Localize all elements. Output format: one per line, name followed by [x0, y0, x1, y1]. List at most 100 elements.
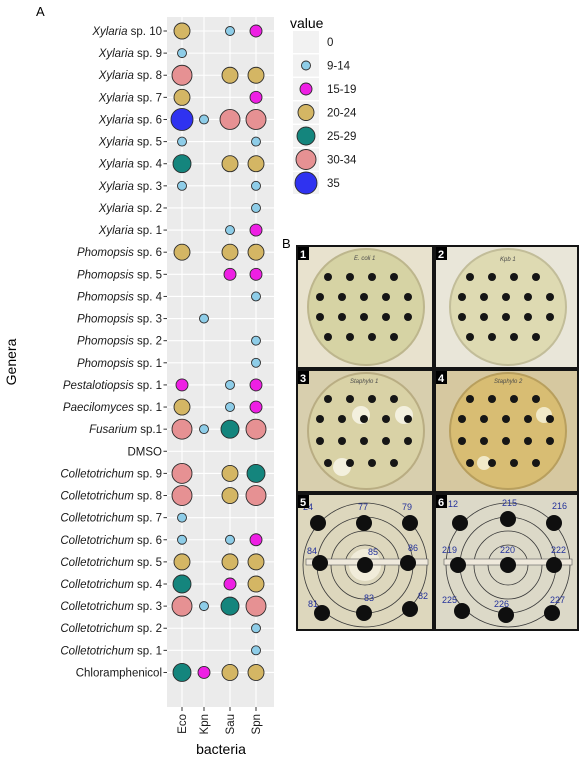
y-tick-label: Xylaria sp. 10: [91, 26, 162, 38]
well: [402, 601, 418, 617]
well: [546, 415, 554, 423]
bubble-mark: [199, 114, 209, 125]
well: [338, 313, 346, 321]
well: [454, 603, 470, 619]
y-tick-label: DMSO: [128, 446, 163, 458]
y-tick-label-suffix: sp. 3: [134, 601, 162, 613]
bubble-mark: [173, 553, 191, 571]
well: [404, 293, 412, 301]
y-tick-label-suffix: sp. 3: [134, 181, 162, 193]
y-tick-label: Xylaria sp. 9: [98, 48, 162, 60]
bubble-mark: [223, 577, 237, 591]
y-tick-label: Colletotrichum sp. 8: [60, 491, 162, 503]
well: [382, 437, 390, 445]
well: [546, 437, 554, 445]
y-tick-label-suffix: sp. 10: [127, 26, 162, 38]
well: [316, 313, 324, 321]
bubble-mark: [251, 136, 261, 147]
well: [498, 607, 514, 623]
well: [382, 293, 390, 301]
well-label: 79: [402, 502, 412, 512]
bubble-mark: [247, 664, 265, 681]
y-tick-label: Xylaria sp. 6: [98, 114, 162, 126]
well: [500, 557, 516, 573]
well: [502, 415, 510, 423]
y-tick-label-genus: Colletotrichum: [60, 513, 134, 525]
well: [546, 557, 562, 573]
y-tick-label: Phomopsis sp. 1: [77, 358, 162, 370]
bubble-mark: [172, 663, 192, 682]
bubble-mark: [249, 267, 263, 281]
y-tick-label-genus: Phomopsis: [77, 314, 134, 326]
y-tick-label-suffix: sp. 1: [134, 402, 162, 414]
bubble-mark: [249, 378, 263, 392]
y-tick-label: Colletotrichum sp. 9: [60, 468, 162, 480]
y-tick-label-suffix: sp. 5: [134, 137, 162, 149]
well: [466, 273, 474, 281]
y-tick-label: Xylaria sp. 4: [98, 159, 163, 171]
bubble-mark: [249, 400, 263, 414]
y-tick-label: Fusarium sp.1: [89, 424, 162, 436]
well: [488, 273, 496, 281]
bubble-mark: [199, 601, 209, 612]
bubble-mark: [247, 155, 265, 173]
y-tick-label-suffix: sp. 7: [134, 513, 162, 525]
photo-3-number-box: [298, 371, 309, 384]
photo-6-number: 6: [438, 497, 444, 509]
y-tick-label-genus: Colletotrichum: [60, 645, 134, 657]
well: [524, 313, 532, 321]
well-label: 12: [448, 499, 458, 509]
y-tick-label: Paecilomyces sp. 1: [63, 402, 162, 414]
bubble-mark: [249, 223, 263, 237]
photo-6-wells: [450, 511, 562, 623]
well: [546, 293, 554, 301]
bubble-mark: [220, 419, 240, 439]
y-tick-label: Xylaria sp. 2: [98, 203, 162, 215]
bubble-mark: [245, 418, 267, 440]
bubble-mark: [225, 534, 235, 545]
well: [458, 437, 466, 445]
photo-1-number: 1: [300, 249, 306, 261]
legend-label: 15-19: [327, 84, 356, 96]
bubble-mark: [247, 575, 265, 593]
well: [480, 293, 488, 301]
legend-swatch: [294, 171, 318, 195]
photo-1-plate: [307, 248, 425, 366]
bubble-mark: [245, 109, 267, 130]
well-label: 219: [442, 545, 457, 555]
y-tick-label-suffix: sp. 9: [134, 468, 162, 480]
y-tick-label-genus: Colletotrichum: [60, 623, 134, 635]
x-tick-label: Sau: [225, 714, 237, 734]
well: [404, 415, 412, 423]
y-tick-label-suffix: sp. 2: [134, 623, 162, 635]
y-tick-label-genus: Xylaria: [91, 26, 127, 38]
bubble-mark: [171, 64, 193, 86]
well: [324, 333, 332, 341]
bubble-mark: [225, 225, 235, 236]
well: [544, 605, 560, 621]
x-tick-label: Spn: [251, 714, 263, 734]
photo-2: Kpb 1 2: [436, 247, 577, 367]
photo-1-plate-text: E. coli 1: [354, 256, 375, 262]
photo-1-wells: [316, 273, 412, 341]
bubble-mark: [173, 22, 191, 40]
well: [402, 515, 418, 531]
y-tick-label-genus: Colletotrichum: [60, 468, 134, 480]
y-tick-label-suffix: sp. 5: [134, 269, 162, 281]
legend-swatch: [297, 104, 315, 121]
bubble-mark: [249, 533, 263, 547]
well: [458, 293, 466, 301]
well: [532, 333, 540, 341]
well: [338, 415, 346, 423]
well: [466, 395, 474, 403]
y-tick-label-suffix: sp. 3: [134, 314, 162, 326]
y-tick-label-suffix: Chloramphenicol: [76, 667, 162, 679]
y-tick-label-suffix: sp. 6: [134, 114, 162, 126]
y-tick-label-suffix: sp. 2: [134, 336, 162, 348]
well: [480, 437, 488, 445]
y-tick-label-genus: Colletotrichum: [60, 579, 134, 591]
bubble-mark: [177, 180, 187, 191]
bubble-mark: [225, 379, 235, 390]
